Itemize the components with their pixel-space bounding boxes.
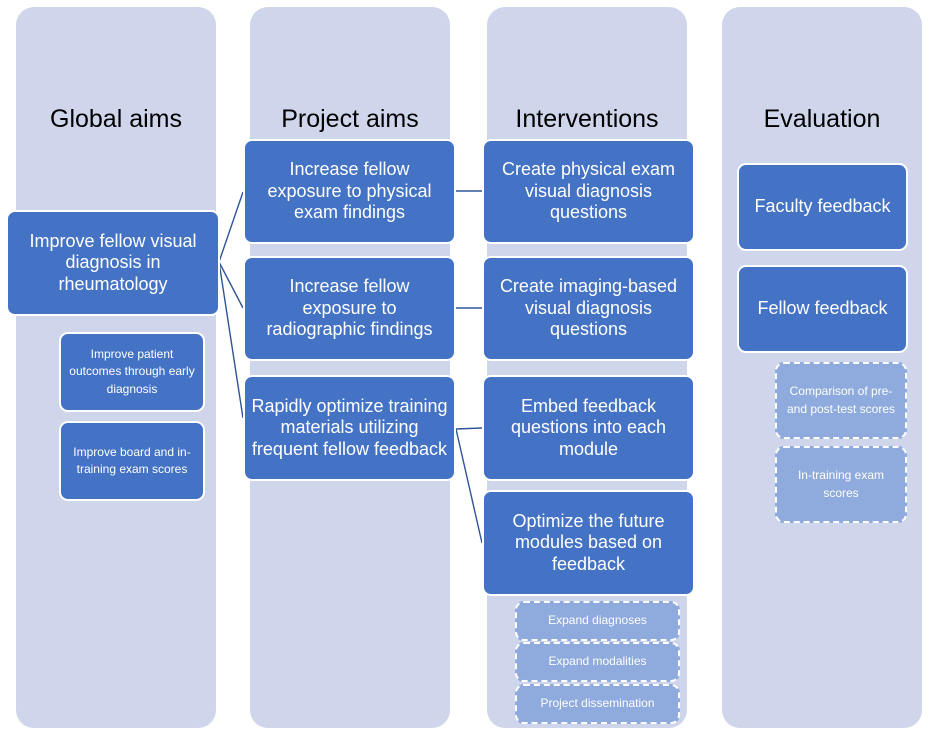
- project-aim-optimize-materials: Rapidly optimize training materials util…: [243, 375, 456, 481]
- intervention-imaging-questions: Create imaging-based visual diagnosis qu…: [482, 256, 695, 361]
- column-title: Interventions: [515, 105, 659, 133]
- connector-global-to-aim2: [218, 261, 244, 309]
- intervention-embed-feedback: Embed feedback questions into each modul…: [482, 375, 695, 481]
- future-intervention: Expand diagnoses: [515, 601, 680, 641]
- evaluation-fellow-feedback: Fellow feedback: [737, 265, 908, 353]
- column-title: Global aims: [50, 105, 182, 133]
- connector-aim3-to-int4: [455, 428, 483, 544]
- future-evaluation: Comparison of pre- and post-test scores: [775, 362, 907, 439]
- intervention-optimize-modules: Optimize the future modules based on fee…: [482, 490, 695, 596]
- connector-aim3-to-int3: [455, 427, 483, 430]
- intervention-physical-exam-questions: Create physical exam visual diagnosis qu…: [482, 139, 695, 244]
- global-aim-primary: Improve fellow visual diagnosis in rheum…: [6, 210, 220, 316]
- future-intervention: Expand modalities: [515, 642, 680, 682]
- global-aim-secondary: Improve patient outcomes through early d…: [59, 332, 205, 412]
- project-aim-physical-exam: Increase fellow exposure to physical exa…: [243, 139, 456, 244]
- global-aim-secondary: Improve board and in-training exam score…: [59, 421, 205, 501]
- project-aim-radiographic: Increase fellow exposure to radiographic…: [243, 256, 456, 361]
- column-title: Evaluation: [763, 105, 881, 133]
- connector-global-to-aim3: [218, 261, 244, 419]
- connector-global-to-aim1: [218, 191, 244, 263]
- future-evaluation: In-training exam scores: [775, 446, 907, 523]
- future-intervention: Project dissemination: [515, 684, 680, 724]
- column-title: Project aims: [281, 105, 419, 133]
- evaluation-faculty-feedback: Faculty feedback: [737, 163, 908, 251]
- column-project-aims: Project aims: [250, 7, 450, 728]
